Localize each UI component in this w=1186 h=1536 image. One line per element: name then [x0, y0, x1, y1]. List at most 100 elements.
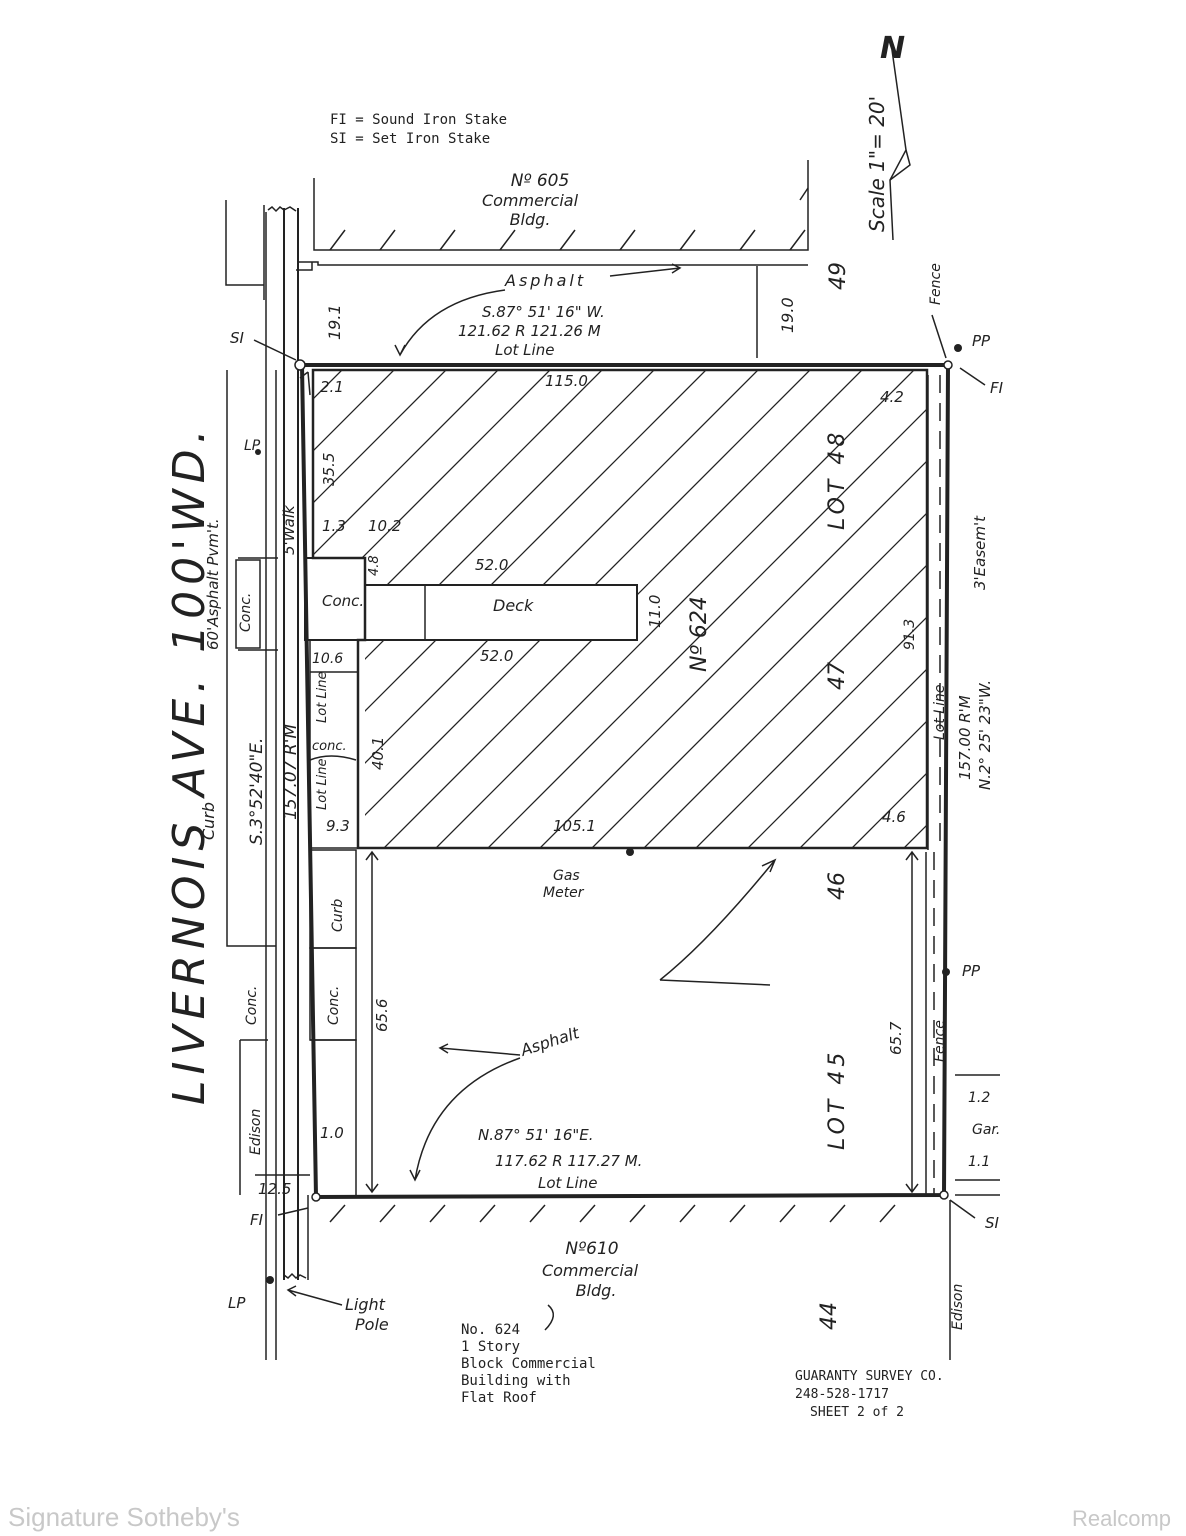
garage-label: Gar.: [972, 1122, 1000, 1138]
pavement-label: 60'Asphalt Pvm't.: [204, 518, 222, 650]
hatch-line: [319, 370, 821, 848]
legend-fi: FI = Sound Iron Stake: [330, 112, 507, 128]
neighbor-north-line3: Bldg.: [510, 210, 551, 229]
neighbor-north: Nº 605 Commercial Bldg.: [296, 160, 809, 358]
lot-44: 44: [817, 1302, 842, 1330]
hatch-line: [1100, 360, 1186, 860]
conc-small: conc.: [312, 739, 347, 754]
north-arrow-icon: [889, 49, 907, 241]
note-line-4: Building with: [461, 1373, 571, 1389]
neighbor-south-number: Nº610: [565, 1239, 618, 1259]
conc-street-bot: Conc.: [244, 986, 260, 1025]
watermark-left: Signature Sotheby's: [8, 1502, 240, 1532]
hatch-line: [787, 370, 927, 848]
north-arrow: Scale 1"= 20' N: [865, 31, 911, 241]
lot-48: LOT 48: [825, 429, 850, 530]
hatch-line: [1152, 360, 1186, 860]
si-bottom: SI: [985, 1214, 1000, 1232]
hatch-line: [423, 370, 925, 848]
legend-si: SI = Set Iron Stake: [330, 131, 490, 147]
asphalt-lower: Asphalt: [517, 1023, 582, 1060]
light-pole-2: Pole: [355, 1315, 389, 1334]
dim-10-2: 10.2: [368, 517, 401, 535]
lot-45: LOT 45: [825, 1049, 850, 1150]
dim-12-5: 12.5: [258, 1180, 291, 1198]
dim-1-0: 1.0: [320, 1124, 344, 1142]
lot-49: 49: [826, 262, 851, 290]
easement-label: 3'Easem't: [971, 515, 989, 590]
deck-label: Deck: [493, 596, 534, 615]
si-top: SI: [230, 329, 245, 347]
south-lot-line: Lot Line: [538, 1174, 597, 1192]
edison-east: Edison: [950, 1284, 966, 1330]
hatch-line: [735, 370, 927, 848]
surveyor-phone: 248-528-1717: [795, 1387, 889, 1402]
dim-35-5: 35.5: [320, 453, 338, 486]
scale-label: Scale 1"= 20': [865, 96, 889, 232]
dim-115-0: 115.0: [545, 372, 588, 390]
asphalt-top: Asphalt: [504, 271, 586, 290]
gas-meter-2: Meter: [543, 885, 585, 901]
east-side: Fence PP FI 3'Easem't 157.00 R'M N.2° 25…: [925, 263, 1004, 1360]
neighbor-south: Nº610 Commercial Bldg.: [329, 1204, 896, 1331]
north-dist: 121.62 R 121.26 M: [458, 322, 601, 340]
east-bearing: N.2° 25' 23"W.: [976, 680, 994, 790]
property-number: Nº 624: [687, 596, 712, 672]
fence-lower: Fence: [932, 1020, 948, 1062]
hatch-line: [996, 360, 1186, 860]
hatch-line: [313, 370, 405, 848]
south-dist: 117.62 R 117.27 M.: [495, 1152, 642, 1170]
note-line-1: No. 624: [461, 1322, 520, 1338]
conc-street-top: Conc.: [238, 593, 254, 632]
hatch-line: [313, 370, 561, 848]
dim-105-1: 105.1: [553, 817, 596, 835]
dim-91-3: 91.3: [902, 619, 918, 650]
dim-4-6: 4.6: [882, 808, 906, 826]
street-curb-label: Curb: [199, 802, 218, 840]
dim-2-1: 2.1: [320, 378, 344, 396]
dim-1-3: 1.3: [322, 517, 346, 535]
hatch-line: [1048, 360, 1186, 860]
pp-bottom: PP: [962, 962, 981, 980]
east-dist: 157.00 R'M: [956, 695, 974, 780]
dim-40-1: 40.1: [369, 737, 387, 770]
neighbor-south-line2: Commercial: [542, 1261, 639, 1280]
west-corners: SI FI LP Light Pole: [228, 329, 953, 1334]
dim-1-1: 1.1: [968, 1154, 990, 1170]
gas-meter-1: Gas: [553, 868, 580, 884]
note-line-5: Flat Roof: [461, 1390, 537, 1406]
note-line-2: 1 Story: [461, 1339, 520, 1355]
north-lot-line: Lot Line: [495, 341, 554, 359]
dim-19-1: 19.1: [325, 304, 344, 340]
fi-bottom: FI: [250, 1211, 264, 1229]
hatch-line: [631, 370, 927, 848]
hatch-line: [527, 370, 927, 848]
surveyor-name: GUARANTY SURVEY CO.: [795, 1369, 944, 1384]
north-bearing: S.87° 51' 16" W.: [482, 303, 605, 321]
lot-46: 46: [825, 872, 850, 900]
deck-area: Conc. Deck 10.6 conc. Lot Line Lot Line: [304, 557, 638, 849]
lot-47: 47: [825, 662, 850, 690]
dim-52-0-bot: 52.0: [480, 647, 513, 665]
fence-top: Fence: [928, 263, 944, 305]
street-name: LIVERNOIS AVE. 100'WD.: [164, 423, 215, 1105]
hatch-line: [839, 370, 927, 848]
dimensions: 19.1 19.0 2.1 115.0 4.2 35.5 1.3 10.2 4.…: [255, 297, 918, 1198]
dim-65-6: 65.6: [373, 999, 391, 1032]
conc-parking: Conc.: [326, 986, 342, 1025]
dim-10-6: 10.6: [312, 651, 343, 667]
building-note: No. 624 1 Story Block Commercial Buildin…: [461, 1322, 596, 1406]
neighbor-north-number: Nº 605: [511, 171, 570, 191]
dim-52-0-top: 52.0: [475, 556, 508, 574]
fi-top: FI: [990, 379, 1004, 397]
light-pole-1: Light: [345, 1295, 386, 1314]
surveyor-block: GUARANTY SURVEY CO. 248-528-1717 SHEET 2…: [795, 1369, 944, 1420]
dim-9-3: 9.3: [326, 817, 350, 835]
street-bearing: S.3°52'40"E.: [247, 738, 267, 845]
hatch-line: [371, 370, 873, 848]
row-length: 157.07 R'M: [281, 724, 301, 820]
surveyor-sheet: SHEET 2 of 2: [810, 1405, 904, 1420]
curb-label: Curb: [330, 899, 346, 932]
south-bearing: N.87° 51' 16"E.: [478, 1126, 594, 1144]
